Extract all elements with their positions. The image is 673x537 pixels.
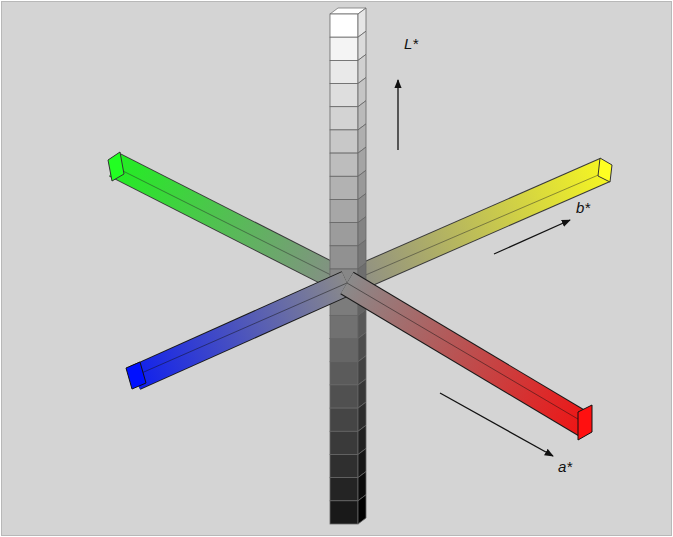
column-segment: [330, 176, 358, 199]
yellow-bar: [347, 170, 605, 283]
column-segment: [330, 14, 358, 37]
axis-label: a*: [558, 459, 572, 474]
column-segment: [330, 37, 358, 60]
column-segment: [330, 223, 358, 246]
column-segment: [330, 339, 358, 362]
column-segment: [330, 501, 358, 524]
column-segment: [330, 130, 358, 153]
column-segment: [330, 431, 358, 454]
green-end-cap: [108, 152, 124, 181]
column-segment: [330, 153, 358, 176]
column-segment: [330, 455, 358, 478]
axis-label: L*: [404, 36, 418, 51]
b-arrow: [494, 220, 570, 254]
column-segment: [358, 495, 366, 524]
column-segment: [330, 478, 358, 501]
a-arrow: [440, 393, 553, 456]
column-segment: [330, 385, 358, 408]
column-segment: [330, 246, 358, 269]
column-segment: [330, 200, 358, 223]
red-bar: [347, 283, 592, 440]
green-bar: [115, 165, 347, 283]
blue-bar: [126, 283, 347, 389]
column-segment: [330, 84, 358, 107]
l-arrow: [397, 80, 398, 150]
yellow-end-cap: [598, 158, 612, 182]
column-segment: [330, 60, 358, 83]
axis-label: b*: [576, 200, 590, 215]
column-segment: [330, 315, 358, 338]
column-segment: [330, 408, 358, 431]
lightness-column: [330, 8, 366, 524]
column-segment: [330, 362, 358, 385]
column-segment: [330, 107, 358, 130]
